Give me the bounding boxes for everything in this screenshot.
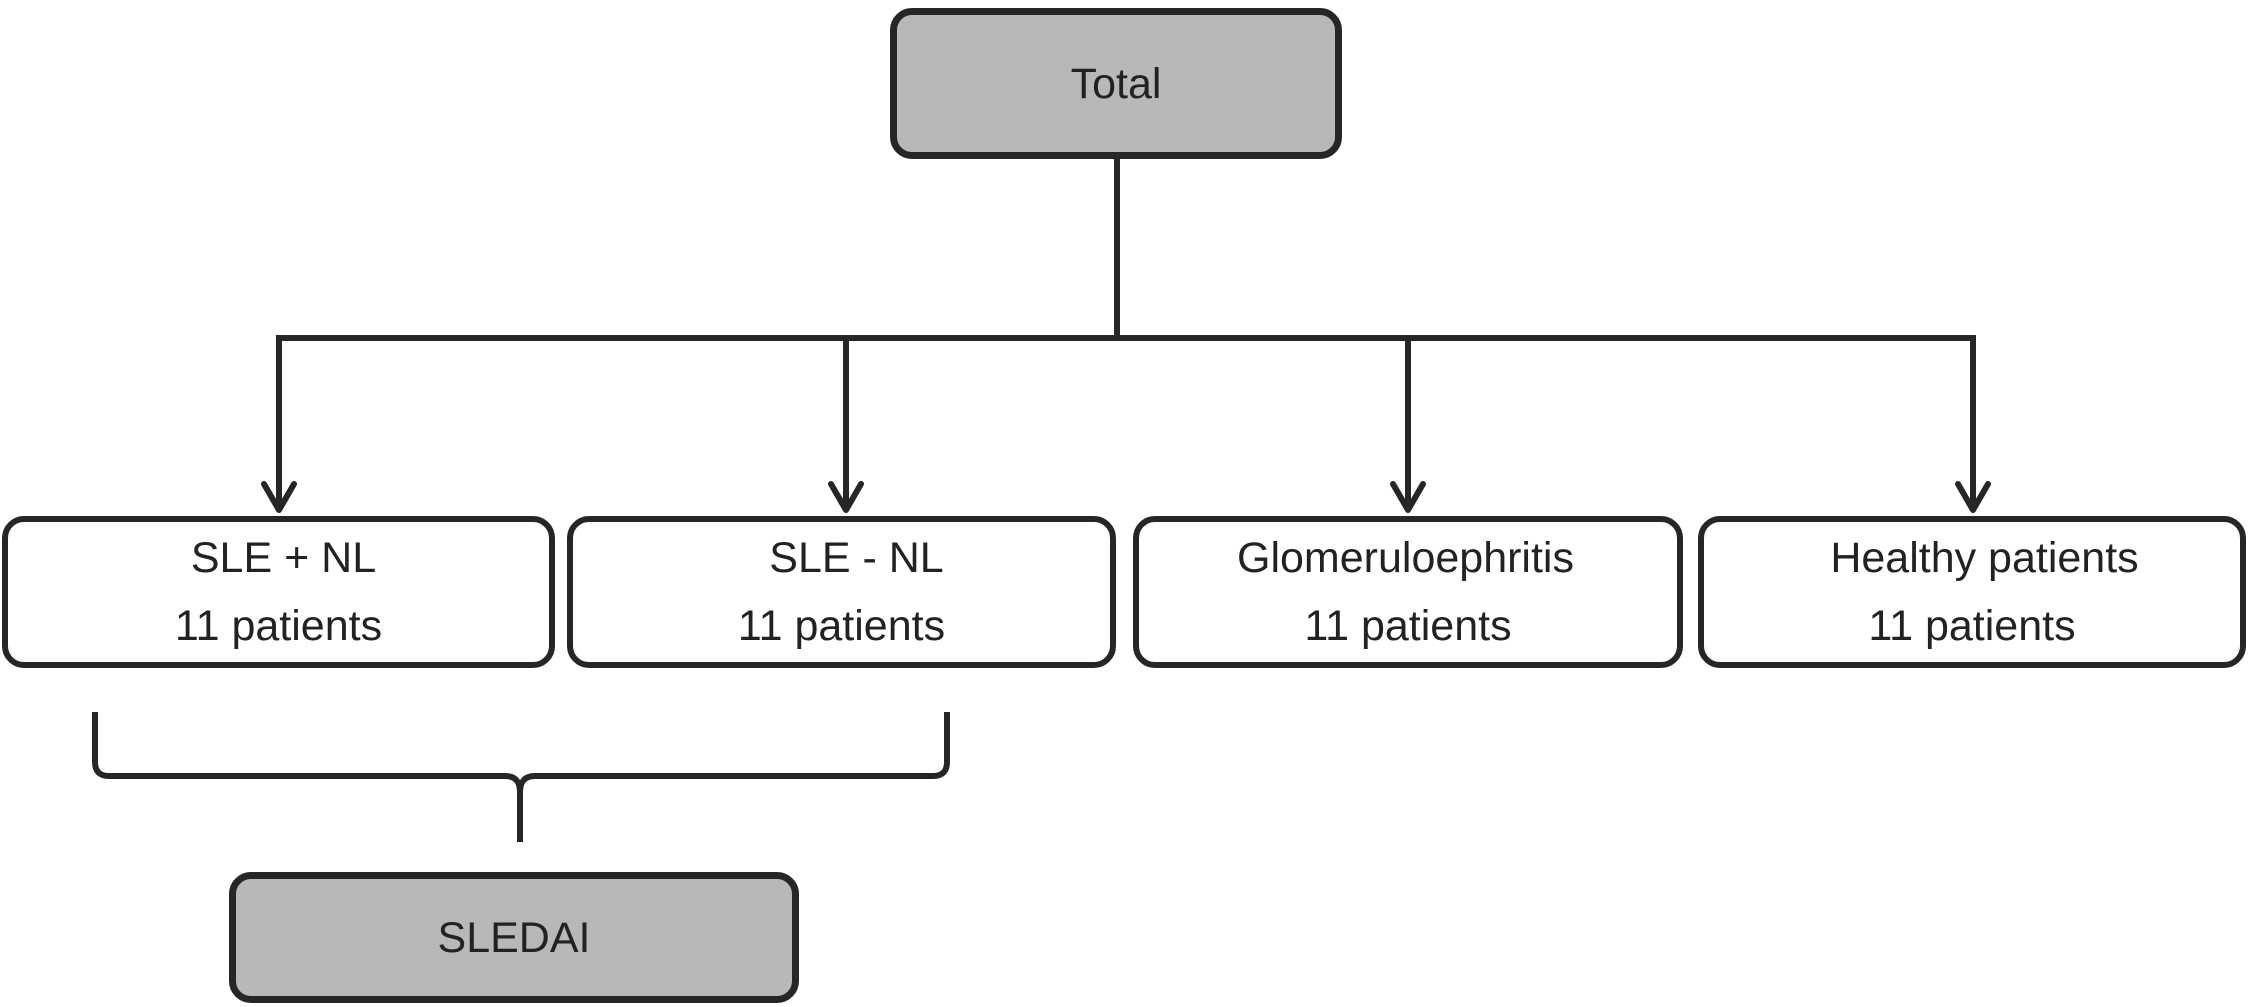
group-count: 11 patients	[1304, 602, 1512, 650]
arrowhead-healthy	[1955, 481, 1991, 513]
group-node-sle-nl-pos: SLE + NL 11 patients	[2, 516, 555, 668]
group-name: SLE - NL	[769, 534, 944, 582]
arrowhead-glom	[1390, 481, 1426, 513]
group-node-healthy: Healthy patients 11 patients	[1698, 516, 2246, 668]
group-node-glomeruloephritis: Glomeruloephritis 11 patients	[1133, 516, 1683, 668]
group-name: Healthy patients	[1830, 534, 2139, 582]
arrowhead-sle-nl-neg	[828, 481, 864, 513]
total-node: Total	[890, 8, 1342, 159]
group-count: 11 patients	[174, 602, 383, 650]
arrowhead-sle-nl-pos	[261, 481, 297, 513]
group-name: Glomeruloephritis	[1237, 534, 1574, 582]
sledai-node: SLEDAI	[229, 872, 799, 1003]
sledai-node-label: SLEDAI	[437, 913, 591, 962]
group-node-sle-nl-neg: SLE - NL 11 patients	[567, 516, 1116, 668]
group-count: 11 patients	[737, 602, 946, 650]
total-node-label: Total	[1070, 59, 1162, 108]
group-name: SLE + NL	[190, 534, 377, 582]
grouping-brace	[92, 712, 950, 842]
group-count: 11 patients	[1868, 602, 2076, 650]
